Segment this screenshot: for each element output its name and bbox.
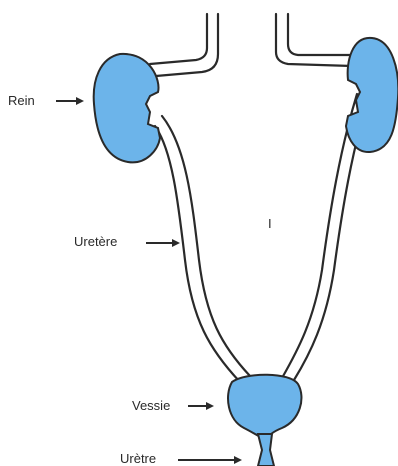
- right-renal-vessels: [274, 12, 358, 68]
- bladder: [227, 373, 303, 442]
- left-kidney: [92, 52, 162, 164]
- ureter-arrow: [146, 239, 180, 247]
- urethra-label: Urètre: [120, 451, 156, 466]
- right-kidney: [344, 36, 398, 154]
- left-ureter: [153, 114, 252, 384]
- urethra: [256, 433, 276, 466]
- center-mark: I: [268, 216, 272, 231]
- kidney-label: Rein: [8, 93, 35, 108]
- kidney-arrow: [56, 97, 84, 105]
- urethra-arrow: [178, 456, 242, 464]
- ureter-label: Uretère: [74, 234, 117, 249]
- left-renal-vessels: [148, 12, 220, 78]
- bladder-arrow: [188, 402, 214, 410]
- bladder-label: Vessie: [132, 398, 170, 413]
